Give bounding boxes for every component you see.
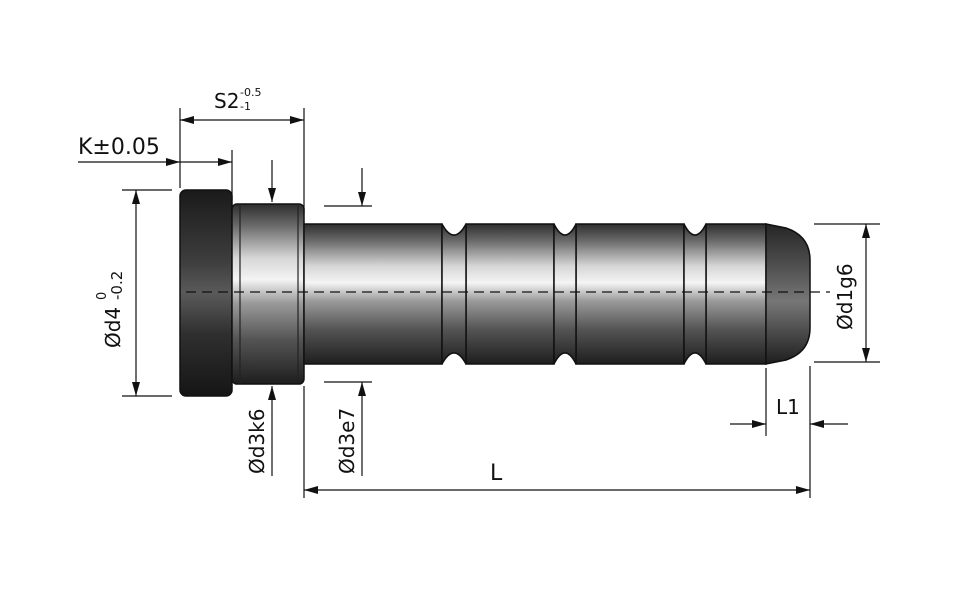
chamfered-tip xyxy=(765,223,811,365)
dimension-l xyxy=(303,386,810,498)
dimension-d1g6 xyxy=(814,223,880,363)
label-d4-upper-tol: 0 xyxy=(95,292,110,300)
dimension-k xyxy=(78,150,233,200)
label-s2-upper-tol: -0.5 xyxy=(240,86,261,99)
label-d3e7: Ød3e7 xyxy=(335,408,359,474)
labels: S2 -0.5 -1 K±0.05 Ød4 0 -0.2 Ød3k6 Ød3e7… xyxy=(78,86,857,486)
label-l: L xyxy=(490,461,503,486)
shaft-segment-3 xyxy=(575,223,685,365)
dimension-d3k6 xyxy=(268,160,276,476)
pin-body xyxy=(179,189,830,397)
label-d4-lower-tol: -0.2 xyxy=(108,271,126,300)
dimension-d3e7 xyxy=(324,168,372,476)
shaft-segment-4 xyxy=(705,223,767,365)
label-d3k6: Ød3k6 xyxy=(245,409,269,474)
shaft-segment-2 xyxy=(465,223,555,365)
label-s2-lower-tol: -1 xyxy=(240,100,251,113)
label-d4: Ød4 xyxy=(101,307,125,348)
label-l1: L1 xyxy=(776,395,800,419)
dimension-l1 xyxy=(730,366,848,498)
oil-groove-2 xyxy=(553,223,577,365)
label-k-tolerance: K±0.05 xyxy=(78,135,160,160)
label-s2: S2 xyxy=(214,89,239,113)
dimension-d4 xyxy=(122,189,172,397)
oil-groove-1 xyxy=(441,223,467,365)
label-d1g6: Ød1g6 xyxy=(833,263,857,330)
dimension-s2 xyxy=(179,108,305,214)
oil-groove-3 xyxy=(683,223,707,365)
shaft-segment-1 xyxy=(303,223,443,365)
head-flange xyxy=(179,189,233,397)
press-fit-collar xyxy=(231,203,305,385)
dimensions xyxy=(78,108,880,498)
